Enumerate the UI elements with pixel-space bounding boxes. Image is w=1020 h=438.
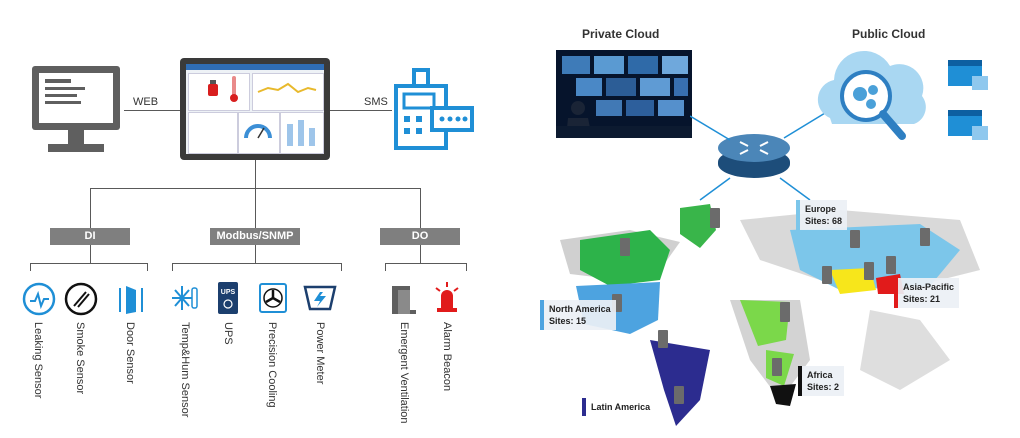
region-north-america: North America Sites: 15 (540, 300, 616, 330)
sms-link-line (330, 110, 392, 111)
private-cloud-title: Private Cloud (582, 27, 660, 41)
region-latam-name: Latin America (591, 402, 651, 412)
branch-line-di (90, 188, 91, 228)
group-label-di: DI (50, 228, 130, 245)
bracket-di-right (147, 263, 148, 271)
device-label-temphum: Temp&Hum Sensor (179, 322, 191, 418)
stem-modbus (255, 245, 256, 263)
app-window-icon (948, 60, 988, 90)
region-latin-america: Latin America (582, 398, 655, 416)
device-label-leaking: Leaking Sensor (32, 322, 44, 399)
device-label-cooling: Precision Cooling (266, 322, 278, 408)
bracket-di-left (30, 263, 31, 271)
web-label: WEB (133, 96, 159, 108)
sms-modem-icon (394, 68, 474, 150)
meter-icon (303, 285, 337, 311)
web-link-line (124, 110, 180, 111)
device-label-powermeter: Power Meter (314, 322, 326, 385)
bracket-modbus-right (341, 263, 342, 271)
region-na-name: North America (549, 304, 611, 314)
region-africa: Africa Sites: 2 (798, 366, 845, 396)
ups-icon: UPS (218, 282, 238, 314)
trunk-line (255, 160, 256, 188)
alarm-beacon-icon (435, 282, 459, 312)
desktop-computer-icon (32, 66, 120, 152)
app-window-icon (948, 110, 988, 140)
leak-icon (22, 282, 56, 316)
router-links (690, 109, 830, 201)
bracket-modbus-left (172, 263, 173, 271)
router-icon (718, 134, 790, 178)
bracket-do-left (385, 263, 386, 271)
region-africa-sites: Sites: 2 (807, 382, 840, 392)
svg-text:UPS: UPS (221, 289, 236, 296)
region-asia-name: Asia-Pacific (903, 282, 955, 292)
region-europe-sites: Sites: 68 (805, 216, 843, 226)
stem-di (90, 245, 91, 263)
branch-line-modbus (255, 188, 256, 228)
device-label-alarm: Alarm Beacon (441, 322, 453, 392)
public-cloud-icon (817, 50, 926, 140)
device-label-door: Door Sensor (124, 322, 136, 384)
branch-line-do (420, 188, 421, 228)
ventilation-door-icon (392, 286, 416, 314)
thermometer-snowflake-icon (172, 286, 198, 310)
control-room-image (556, 50, 692, 138)
device-label-smoke: Smoke Sensor (74, 322, 86, 395)
smoke-icon (64, 282, 98, 316)
region-na-sites: Sites: 15 (549, 316, 587, 326)
dashboard-monitor (180, 58, 330, 160)
bracket-modbus (172, 263, 342, 264)
region-asia-pacific: Asia-Pacific Sites: 21 (894, 278, 960, 308)
bracket-di (30, 263, 148, 264)
region-europe-name: Europe (805, 204, 837, 214)
public-cloud-title: Public Cloud (852, 27, 926, 41)
device-label-ventilation: Emergent Ventilation (398, 322, 410, 424)
dashboard-screen (186, 64, 324, 154)
door-icon (119, 286, 143, 314)
group-label-do: DO (380, 228, 460, 245)
fan-icon (259, 283, 287, 313)
stem-do (420, 245, 421, 263)
device-label-ups: UPS (222, 322, 234, 345)
region-europe: Europe Sites: 68 (796, 200, 848, 230)
region-africa-name: Africa (807, 370, 833, 380)
world-map (560, 204, 980, 426)
region-asia-sites: Sites: 21 (903, 294, 941, 304)
bracket-do (385, 263, 467, 264)
group-label-modbus: Modbus/SNMP (210, 228, 300, 245)
bracket-do-right (466, 263, 467, 271)
sms-label: SMS (364, 96, 388, 108)
